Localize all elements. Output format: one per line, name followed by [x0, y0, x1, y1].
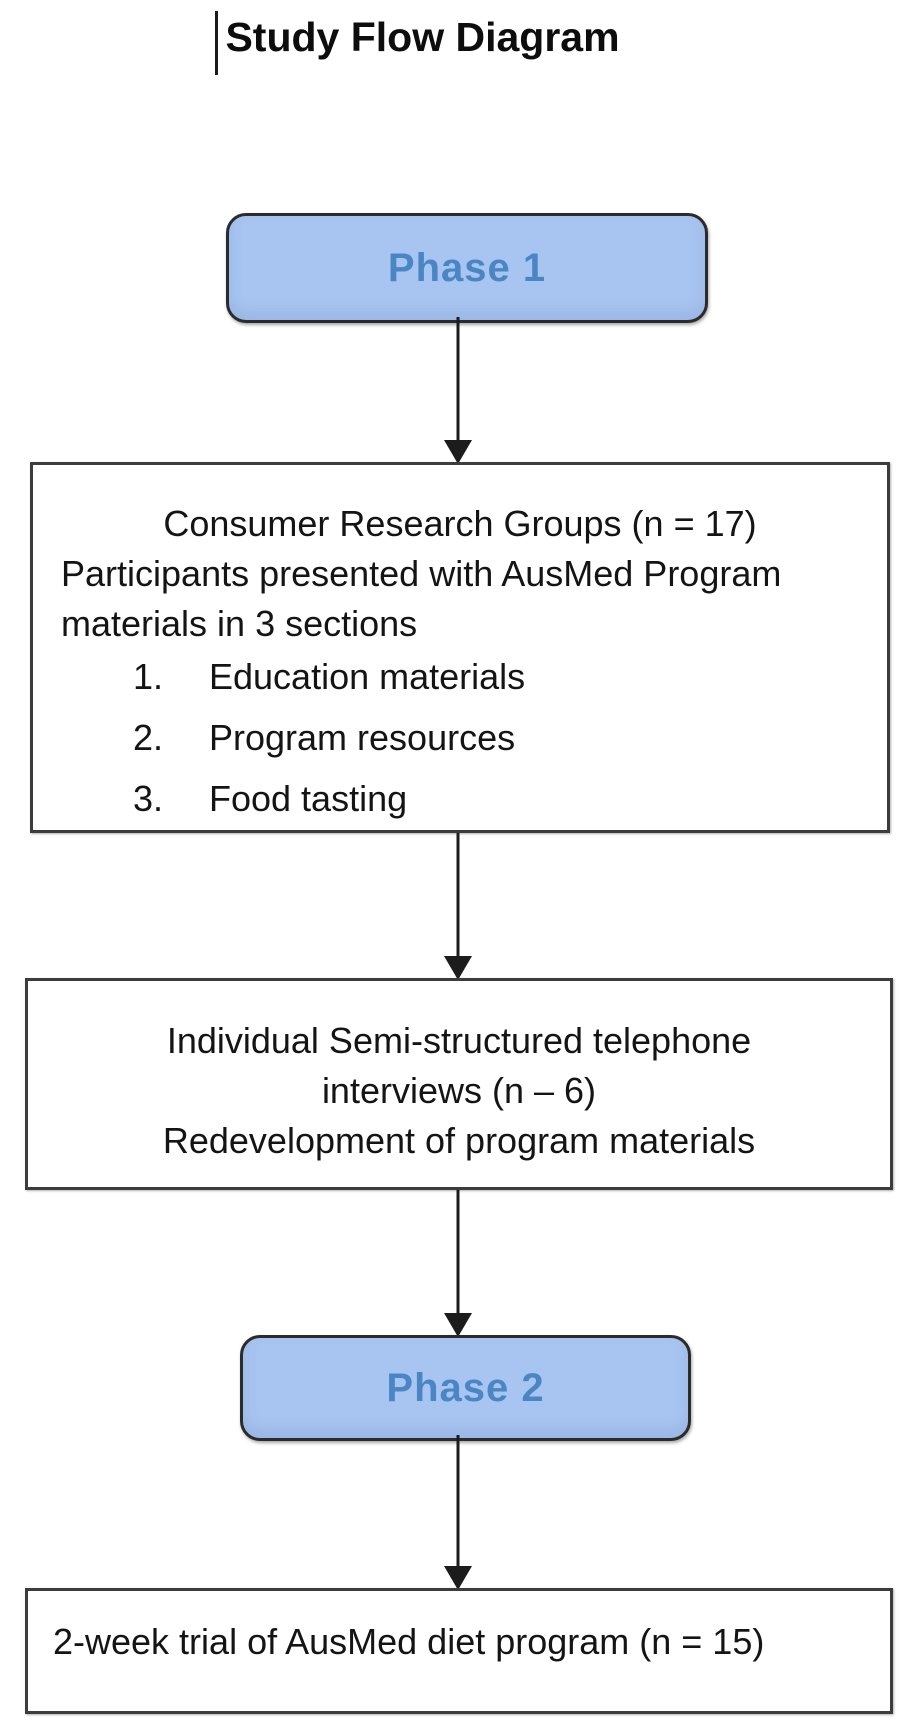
arrow-head-icon — [444, 956, 472, 980]
list-item-number: 2. — [133, 717, 164, 758]
box1-line-2: Participants presented with AusMed Progr… — [61, 553, 782, 594]
box2-line-2: interviews (n – 6) — [321, 1070, 597, 1111]
list-item-text: Education materials — [209, 656, 526, 697]
text-cursor — [215, 11, 218, 75]
box2-line-1: Individual Semi-structured telephone — [166, 1020, 752, 1061]
list-item: 2. Program resources — [133, 713, 887, 763]
phase2-node[interactable]: Phase 2 — [240, 1335, 691, 1441]
arrow-head-icon — [444, 1313, 472, 1337]
arrow-interviews-box-to-phase2[interactable] — [444, 1190, 472, 1337]
arrow-shaft — [456, 1190, 460, 1319]
box1-numbered-list: 1. Education materials 2. Program resour… — [33, 652, 887, 824]
list-item: 1. Education materials — [133, 652, 887, 702]
box3-text: 2-week trial of AusMed diet program (n =… — [53, 1621, 765, 1662]
arrow-shaft — [456, 833, 460, 962]
list-item-number: 3. — [133, 778, 164, 819]
diagram-title[interactable]: Study Flow Diagram — [225, 14, 620, 60]
list-item-number: 1. — [133, 656, 164, 697]
arrow-consumer-box-to-interviews-box[interactable] — [444, 833, 472, 980]
arrow-phase1-to-consumer-box[interactable] — [444, 317, 472, 464]
arrow-shaft — [456, 317, 460, 446]
consumer-research-groups-box[interactable]: Consumer Research Groups (n = 17) Partic… — [30, 462, 890, 833]
list-item: 3. Food tasting — [133, 774, 887, 824]
arrow-shaft — [456, 1435, 460, 1572]
box2-line-3: Redevelopment of program materials — [162, 1120, 756, 1161]
trial-box[interactable]: 2-week trial of AusMed diet program (n =… — [25, 1588, 893, 1714]
box1-line-3: materials in 3 sections — [61, 603, 418, 644]
arrow-phase2-to-trial-box[interactable] — [444, 1435, 472, 1590]
phase1-label: Phase 1 — [387, 245, 547, 290]
phase2-label: Phase 2 — [386, 1365, 545, 1410]
box1-line-1: Consumer Research Groups (n = 17) — [163, 503, 757, 544]
list-item-text: Program resources — [209, 717, 516, 758]
arrow-head-icon — [444, 440, 472, 464]
arrow-head-icon — [444, 1566, 472, 1590]
list-item-text: Food tasting — [209, 778, 408, 819]
phase1-node[interactable]: Phase 1 — [226, 213, 708, 323]
interviews-box[interactable]: Individual Semi-structured telephone int… — [25, 978, 893, 1190]
